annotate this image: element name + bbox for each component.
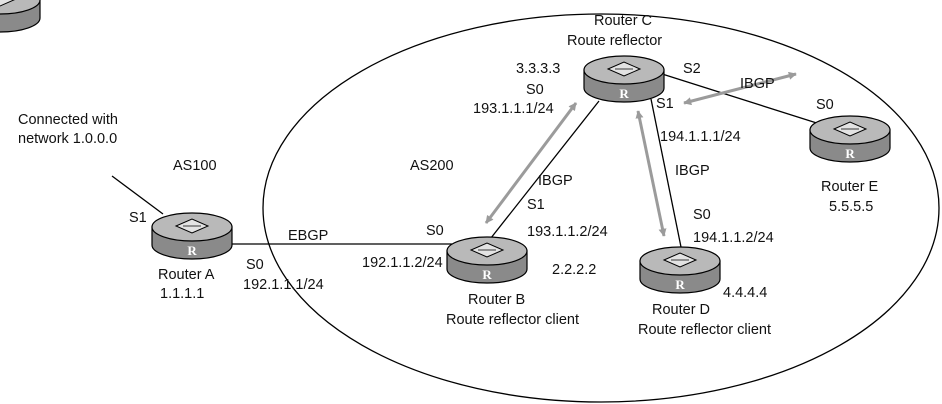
router-b-s0-label: S0 — [426, 223, 444, 239]
router-a-name: Router A — [158, 267, 215, 283]
as200-label: AS200 — [410, 158, 454, 174]
router-b-id: 2.2.2.2 — [552, 262, 596, 278]
ibgp-label-c-e: IBGP — [740, 76, 775, 92]
ibgp-label-c-b: IBGP — [538, 173, 573, 189]
router-c-s0-ip: 193.1.1.1/24 — [473, 101, 554, 117]
router-b-s1-ip: 193.1.1.2/24 — [527, 224, 608, 240]
router-d-s0-ip: 194.1.1.2/24 — [693, 230, 774, 246]
as100-label: AS100 — [173, 158, 217, 174]
router-e-icon-letter: R — [845, 146, 855, 161]
link-b-c — [486, 100, 600, 244]
router-c-s2-label: S2 — [683, 61, 701, 77]
router-b-role: Route reflector client — [446, 312, 579, 328]
router-c-id: 3.3.3.3 — [516, 61, 560, 77]
router-a-s0-label: S0 — [246, 257, 264, 273]
ibgp-arrow-c-b — [484, 102, 578, 224]
router-d-s0-label: S0 — [693, 207, 711, 223]
router-a-s0-ip: 192.1.1.1/24 — [243, 277, 324, 293]
router-c[interactable]: R — [583, 55, 665, 103]
ibgp-arrow-c-e — [683, 71, 797, 106]
router-b-icon-letter: R — [482, 267, 492, 282]
external-network-label-line1: Connected with — [18, 112, 118, 128]
router-c-role: Route reflector — [567, 33, 662, 49]
router-e[interactable]: R — [809, 115, 891, 163]
router-d[interactable]: R — [639, 246, 721, 294]
router-a-icon-letter: R — [187, 243, 197, 258]
router-c-s1-label: S1 — [656, 96, 674, 112]
router-a-s1-label: S1 — [129, 210, 147, 226]
external-network-label-line2: network 1.0.0.0 — [18, 131, 117, 147]
router-c-s0-label: S0 — [526, 82, 544, 98]
link-external-network — [111, 175, 164, 215]
router-c-icon-letter: R — [619, 86, 629, 101]
router-d-name: Router D — [652, 302, 710, 318]
router-b-s0-ip: 192.1.1.2/24 — [362, 255, 443, 271]
router-b[interactable]: R — [446, 236, 528, 284]
ibgp-label-c-d: IBGP — [675, 163, 710, 179]
ibgp-arrow-c-d — [635, 110, 667, 237]
router-a[interactable]: R — [151, 212, 233, 260]
as200-boundary — [262, 13, 940, 403]
router-c-s1-ip: 194.1.1.1/24 — [660, 129, 741, 145]
router-b-name: Router B — [468, 292, 525, 308]
router-e-id: 5.5.5.5 — [829, 199, 873, 215]
router-b-s1-label: S1 — [527, 197, 545, 213]
router-e-s0-label: S0 — [816, 97, 834, 113]
router-a-id: 1.1.1.1 — [160, 286, 204, 302]
ebgp-label: EBGP — [288, 228, 328, 244]
router-d-role: Route reflector client — [638, 322, 771, 338]
router-e-name: Router E — [821, 179, 879, 195]
router-d-id: 4.4.4.4 — [723, 285, 767, 301]
router-c-name: Router C — [594, 13, 652, 29]
router-d-icon-letter: R — [675, 277, 685, 292]
